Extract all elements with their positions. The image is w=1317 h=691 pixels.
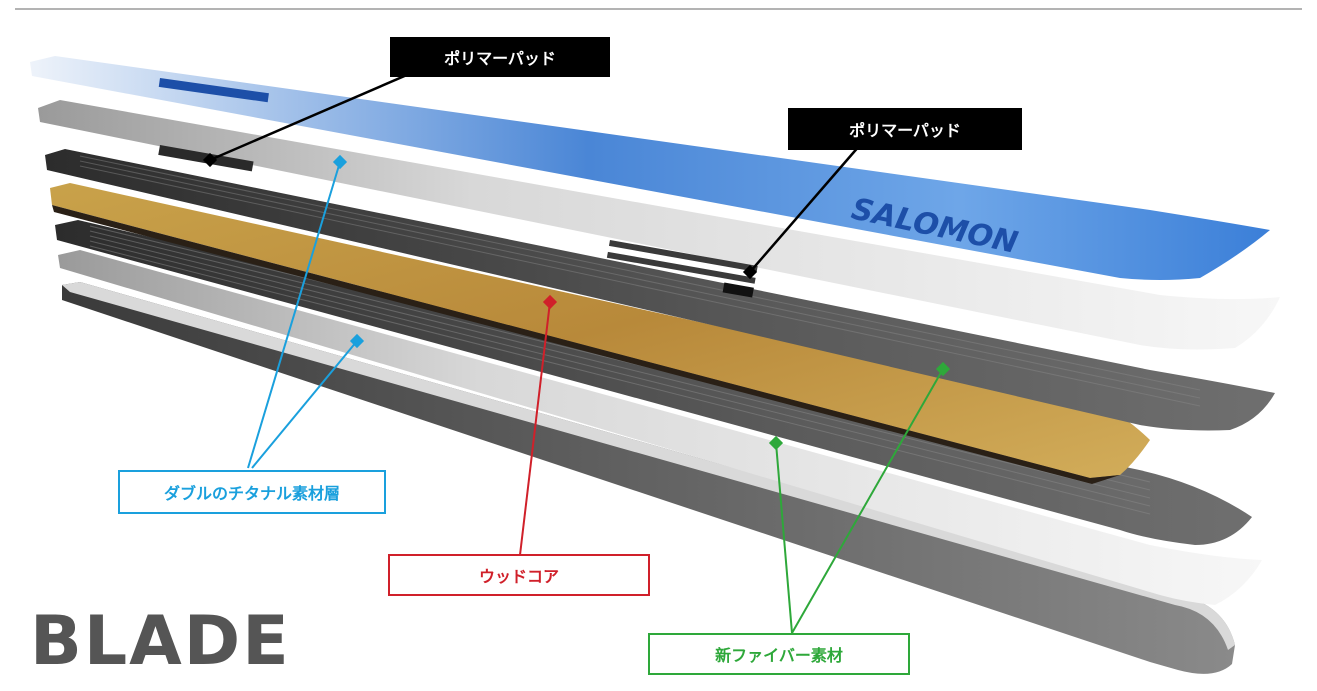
label-polymer-pad-right: ポリマーパッド	[788, 108, 1022, 150]
leader-polymer-top	[202, 63, 431, 168]
ski-layer-base	[62, 282, 1235, 674]
topsheet-graphic	[158, 78, 269, 103]
polymer-pad-right	[606, 240, 758, 298]
leader-fiber-marker-2	[768, 435, 784, 451]
leader-fiber	[775, 368, 944, 634]
leader-titanal	[247, 161, 358, 469]
leader-wood-core-marker	[542, 294, 558, 310]
label-polymer-pad-top: ポリマーパッド	[390, 37, 610, 77]
label-fiber: 新ファイバー素材	[648, 633, 910, 675]
label-wood-core: ウッドコア	[388, 554, 650, 596]
ski-layer-fiber-upper	[45, 149, 1275, 431]
leader-fiber-marker-1	[935, 361, 951, 377]
page-title: BLADE	[30, 602, 291, 681]
label-titanal: ダブルのチタナル素材層	[118, 470, 386, 514]
ski-layer-titanal-upper	[38, 100, 1280, 350]
ski-layer-wood-core	[50, 183, 1150, 478]
leader-titanal-marker-2	[349, 333, 365, 349]
fiber-stripes-upper	[79, 155, 1201, 407]
leader-polymer-right	[742, 144, 861, 280]
leader-titanal-marker-1	[332, 154, 348, 170]
ski-layer-base-top	[62, 282, 1235, 650]
leader-wood-core	[519, 301, 551, 556]
ski-layer-topsheet	[30, 56, 1270, 280]
